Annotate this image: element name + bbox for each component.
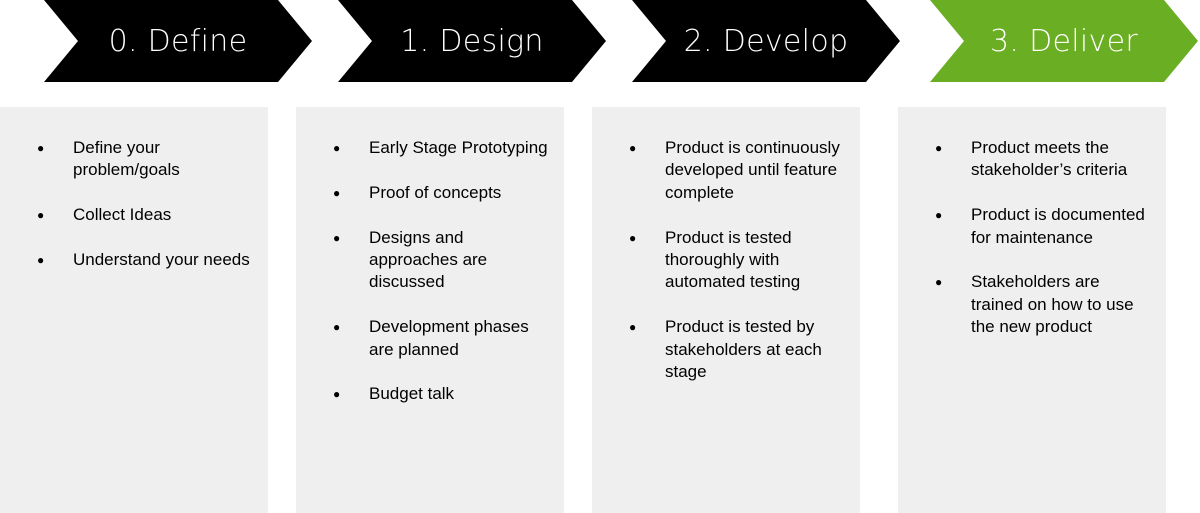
stage-develop-chevron: 2. Develop: [632, 0, 900, 82]
bullet-icon: ●: [333, 230, 341, 245]
stage-deliver-title: 3. Deliver: [990, 23, 1138, 59]
bullet-icon: ●: [629, 320, 637, 335]
list-item-text: Product is tested by stakeholders at eac…: [665, 317, 822, 382]
list-item: ● Product meets the stakeholder’s criteri…: [898, 137, 1166, 182]
list-item: ● Product is tested thoroughly with autom…: [592, 227, 860, 294]
bullet-icon: ●: [333, 387, 341, 402]
bullet-icon: ●: [333, 141, 341, 155]
list-item: ● Proof of concepts: [296, 182, 564, 204]
list-item-text: Budget talk: [369, 384, 455, 404]
stage-design-panel: ● Early Stage Prototyping ● Proof of conce…: [296, 107, 564, 513]
stage-develop-title: 2. Develop: [683, 23, 849, 59]
list-item: ● Product is continuously developed until…: [592, 137, 860, 204]
stage-design-chevron: 1. Design: [338, 0, 606, 82]
bullet-icon: ●: [935, 141, 943, 155]
stage-deliver-list: ● Product meets the stakeholder’s criteri…: [898, 137, 1166, 339]
stage-develop-panel: ● Product is continuously developed until…: [592, 107, 860, 513]
list-item: ● Stakeholders are trained on how to use …: [898, 271, 1166, 338]
list-item-text: Proof of concepts: [369, 182, 502, 202]
bullet-icon: ●: [935, 275, 943, 290]
list-item: ● Designs and approaches are discussed: [296, 227, 564, 294]
list-item-text: Development phases are planned: [369, 317, 529, 359]
list-item: ● Define your problem/goals: [0, 137, 268, 182]
list-item-text: Understand your needs: [73, 250, 250, 269]
list-item: ● Product is tested by stakeholders at ea…: [592, 316, 860, 383]
list-item: ● Early Stage Prototyping: [296, 137, 564, 159]
bullet-icon: ●: [333, 185, 341, 200]
list-item-text: Designs and approaches are discussed: [369, 227, 488, 292]
bullet-icon: ●: [333, 320, 341, 335]
list-item-text: Product is tested thoroughly with automa…: [665, 227, 801, 292]
bullet-icon: ●: [935, 208, 943, 223]
list-item: ● Collect Ideas: [0, 204, 268, 226]
bullet-icon: ●: [37, 253, 45, 267]
stage-deliver-panel: ● Product meets the stakeholder’s criteri…: [898, 107, 1166, 513]
bullet-icon: ●: [37, 141, 45, 155]
stage-design-title: 1. Design: [400, 23, 544, 59]
list-item-text: Stakeholders are trained on how to use t…: [971, 272, 1134, 337]
list-item-text: Product meets the stakeholder’s criteria: [971, 138, 1128, 180]
stage-deliver-chevron: 3. Deliver: [930, 0, 1198, 82]
stage-define-chevron: 0. Define: [44, 0, 312, 82]
stage-define-panel: ● Define your problem/goals ● Collect Idea…: [0, 107, 268, 513]
stage-define-title: 0. Define: [108, 23, 248, 59]
list-item-text: Early Stage Prototyping: [369, 138, 548, 157]
list-item-text: Product is documented for maintenance: [971, 205, 1145, 247]
list-item-text: Product is continuously developed until …: [665, 138, 840, 202]
list-item: ● Budget talk: [296, 383, 564, 405]
stage-design-list: ● Early Stage Prototyping ● Proof of conce…: [296, 137, 564, 406]
list-item: ● Understand your needs: [0, 249, 268, 271]
stage-define-list: ● Define your problem/goals ● Collect Idea…: [0, 137, 268, 271]
list-item: ● Product is documented for maintenance: [898, 204, 1166, 249]
list-item-text: Collect Ideas: [73, 205, 172, 225]
stage-develop-list: ● Product is continuously developed until…: [592, 137, 860, 383]
bullet-icon: ●: [37, 208, 45, 223]
bullet-icon: ●: [629, 141, 637, 155]
list-item: ● Development phases are planned: [296, 316, 564, 361]
list-item-text: Define your problem/goals: [73, 138, 180, 180]
bullet-icon: ●: [629, 230, 637, 245]
